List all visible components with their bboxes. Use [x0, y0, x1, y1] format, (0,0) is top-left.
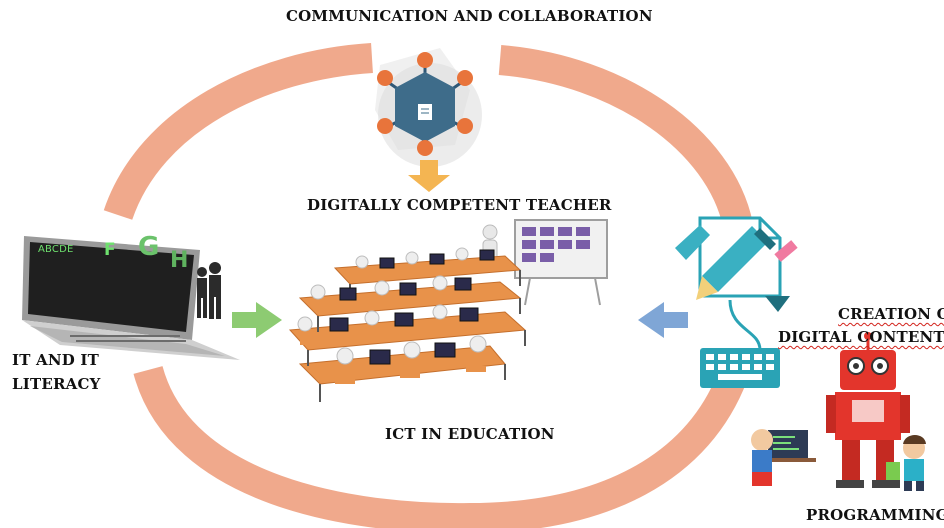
- laptop-letter-abcde: ABCDE: [38, 244, 74, 255]
- laptop-letter-f: F: [104, 240, 116, 260]
- content-creation-icon: [675, 216, 798, 388]
- laptop-letter-h: H: [170, 248, 189, 273]
- right-arrow-icon: [232, 302, 282, 338]
- label-it-literacy-line1: IT AND IT: [12, 351, 99, 369]
- label-communication-collaboration: COMMUNICATION AND COLLABORATION: [286, 7, 653, 25]
- ring-arrows: [103, 43, 753, 528]
- label-ict-in-education: ICT IN EDUCATION: [385, 425, 555, 443]
- person-figure: [197, 262, 221, 319]
- label-programming: PROGRAMMING: [806, 506, 944, 524]
- laptop-letter-g: G: [138, 232, 160, 262]
- network-collaboration-icon: [375, 48, 482, 167]
- ring-segment-bottom: [133, 364, 750, 528]
- left-arrow-icon: [638, 302, 688, 338]
- label-it-literacy-line2: LITERACY: [12, 375, 101, 393]
- down-arrow-icon: [408, 160, 450, 192]
- label-creation-line2: DIGITAL CONTENT: [778, 328, 944, 346]
- ring-segment-top-right: [498, 45, 753, 229]
- robot-programming-icon: [751, 332, 926, 491]
- ring-segment-top-left: [103, 43, 373, 221]
- label-digitally-competent-teacher: DIGITALLY COMPETENT TEACHER: [307, 196, 612, 214]
- label-creation-line1: CREATION OF: [838, 305, 944, 323]
- classroom-icon: [288, 219, 608, 402]
- laptop-icon: [22, 236, 240, 360]
